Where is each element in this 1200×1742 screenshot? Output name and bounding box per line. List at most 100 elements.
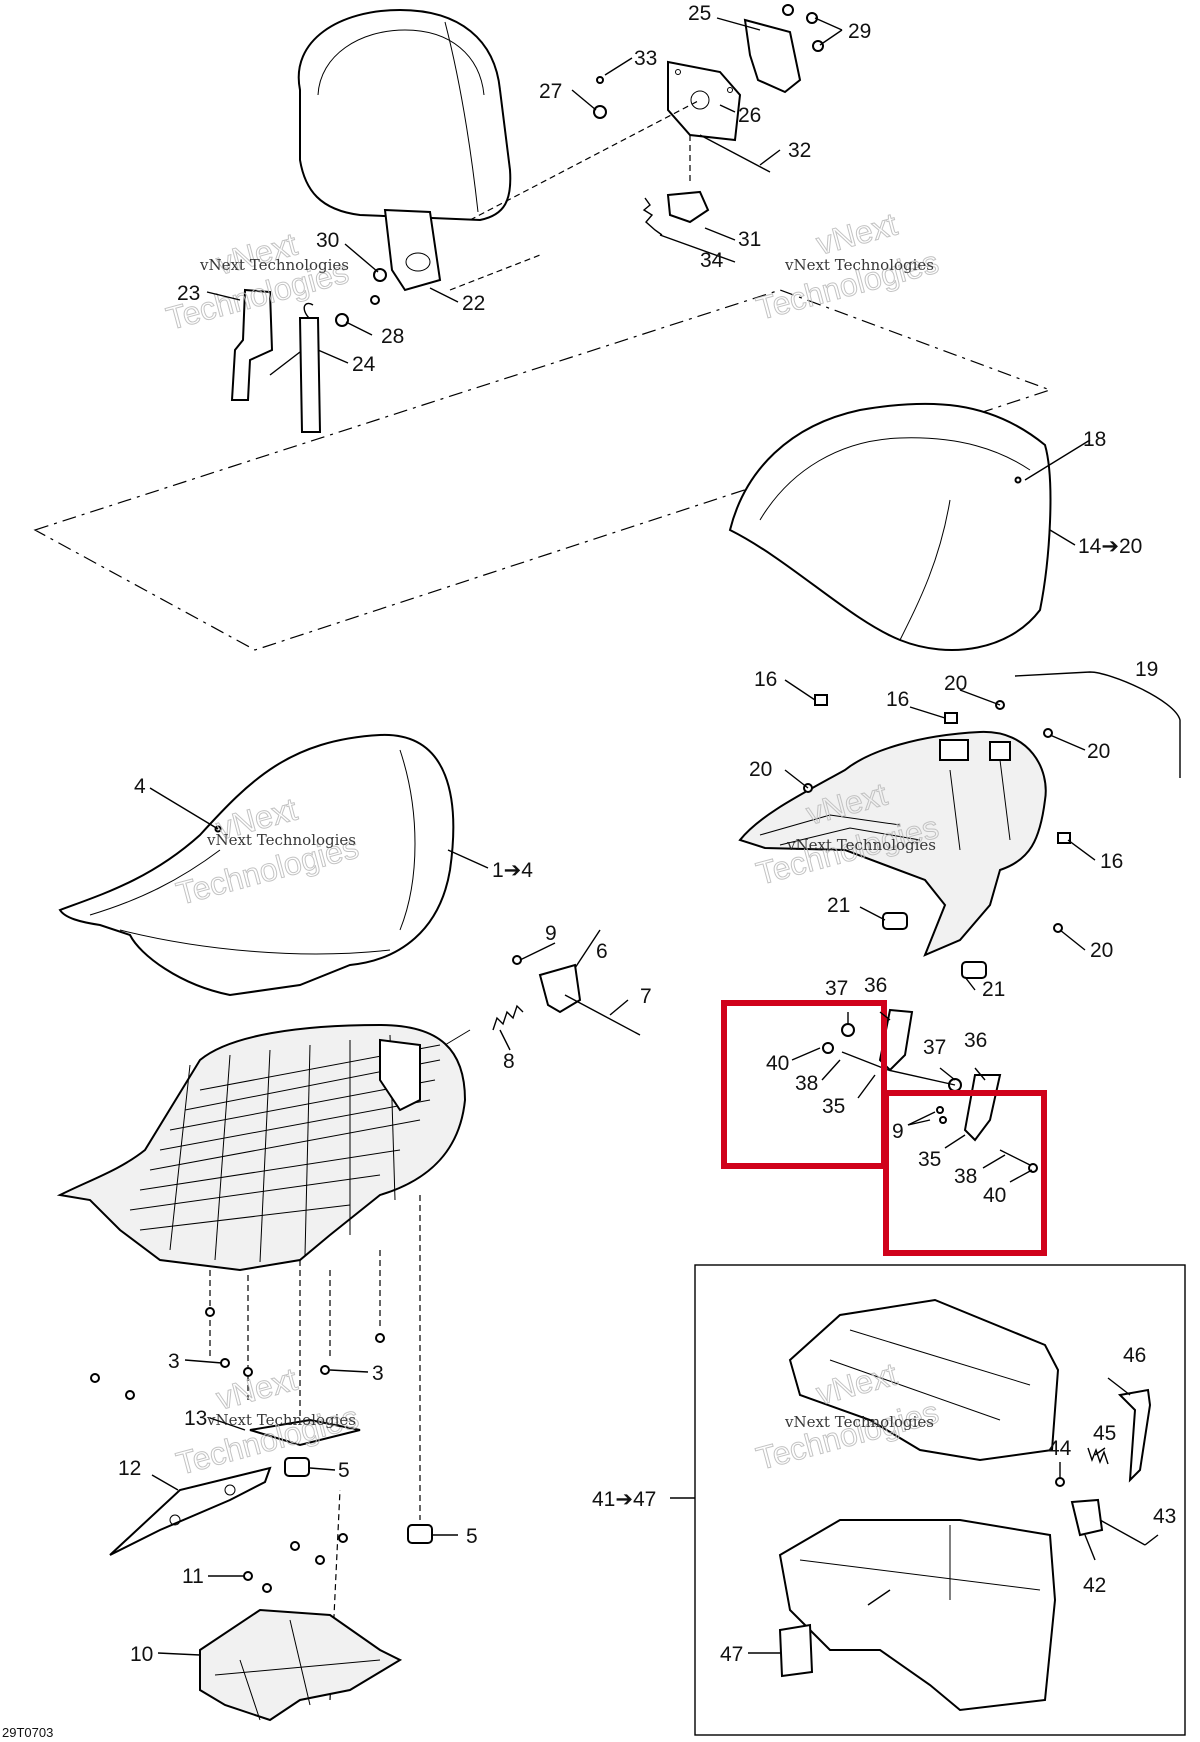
grommet-36b <box>963 1074 1002 1142</box>
label-12: 12 <box>118 1457 141 1480</box>
bracket-42 <box>1070 1498 1104 1537</box>
latch-assembly <box>492 955 641 1036</box>
passenger-seat <box>728 402 1052 651</box>
inset-frame <box>694 1264 1186 1736</box>
latch-46 <box>1117 1388 1152 1483</box>
label-19: 19 <box>1135 658 1158 681</box>
label-4: 4 <box>134 775 146 798</box>
label-6: 6 <box>596 940 608 963</box>
label-45: 45 <box>1093 1422 1116 1445</box>
pin-38a <box>841 1051 889 1071</box>
watermark-big-3: vNext <box>812 206 900 262</box>
label-26: 26 <box>738 104 761 127</box>
label-43: 43 <box>1153 1505 1176 1528</box>
label-47: 47 <box>720 1643 743 1666</box>
highlight-box-2 <box>883 1090 1047 1256</box>
spring-34 <box>642 197 663 236</box>
bumper-5b <box>407 1524 433 1544</box>
label-11: 11 <box>182 1565 204 1588</box>
label-34: 34 <box>700 249 724 272</box>
label-37a: 37 <box>825 977 848 1000</box>
label-3a: 3 <box>168 1350 180 1373</box>
nut-9a <box>512 955 522 965</box>
watermark-small-2: vNext Technologies <box>784 256 934 274</box>
bumper-21a <box>882 912 908 930</box>
label-38a: 38 <box>795 1072 818 1095</box>
label-25: 25 <box>688 2 711 25</box>
bumper-5a <box>284 1457 310 1477</box>
seat-base-pan <box>56 1023 467 1272</box>
label-16a: 16 <box>754 668 777 691</box>
label-24: 24 <box>352 353 376 376</box>
watermark-small-5: vNext Technologies <box>206 1411 356 1429</box>
storage-bin-inset <box>694 1264 1186 1736</box>
label-18: 18 <box>1083 428 1106 451</box>
label-20d: 20 <box>1090 939 1113 962</box>
label-28: 28 <box>381 325 404 348</box>
label-41-47: 41➔47 <box>592 1488 656 1511</box>
part-labels: 25 29 33 27 26 32 31 34 30 22 23 28 24 1… <box>2 2 1176 1740</box>
label-35a: 35 <box>822 1095 845 1118</box>
label-38b: 38 <box>954 1165 977 1188</box>
label-33: 33 <box>634 47 657 70</box>
watermark-small-6: vNext Technologies <box>784 1413 934 1431</box>
skid-plate-10 <box>199 1608 403 1722</box>
heat-shield-12 <box>109 1466 272 1556</box>
label-13: 13 <box>184 1407 207 1430</box>
label-9b: 9 <box>892 1120 904 1143</box>
nut-27 <box>593 105 607 119</box>
rear-seat-base <box>738 671 1181 979</box>
watermark-big-9: vNext <box>212 1361 300 1417</box>
backrest-post <box>383 208 442 292</box>
label-21a: 21 <box>827 894 850 917</box>
label-1-4: 1➔4 <box>492 859 533 882</box>
bolt-32 <box>699 134 771 173</box>
rear-seat-base-frame <box>738 730 1047 957</box>
screw-3b <box>320 1365 330 1375</box>
diagram-code: 29T0703 <box>2 1725 53 1740</box>
watermark-small-1: vNext Technologies <box>199 256 349 274</box>
clip-16c <box>1057 832 1071 844</box>
label-29: 29 <box>848 20 871 43</box>
leader-lines <box>149 17 1159 1656</box>
pin-38b <box>999 1149 1031 1166</box>
bracket-23 <box>230 288 274 401</box>
passenger-seat-cushion <box>728 402 1052 651</box>
label-14-20: 14➔20 <box>1078 535 1142 558</box>
tube-24 <box>298 317 322 433</box>
label-8: 8 <box>503 1050 515 1073</box>
bin-lid <box>788 1298 1060 1462</box>
bolt-43 <box>1099 1519 1146 1546</box>
clip-16a <box>814 694 828 706</box>
nut-28 <box>335 313 349 327</box>
label-40a: 40 <box>766 1052 789 1075</box>
screw-11a <box>243 1571 253 1581</box>
label-44: 44 <box>1048 1437 1072 1460</box>
label-5b: 5 <box>466 1525 478 1548</box>
shield-13 <box>249 1418 361 1447</box>
label-7: 7 <box>640 985 652 1008</box>
watermark-small-3: vNext Technologies <box>206 831 356 849</box>
label-20c: 20 <box>749 758 772 781</box>
label-35b: 35 <box>918 1148 941 1171</box>
spring-45 <box>1087 1447 1109 1465</box>
label-21b: 21 <box>982 978 1005 1001</box>
washer-40a <box>822 1042 834 1054</box>
label-22: 22 <box>462 292 485 315</box>
label-27: 27 <box>539 80 562 103</box>
backrest-assembly <box>33 4 1052 651</box>
nut-44 <box>1055 1477 1065 1487</box>
label-16c: 16 <box>1100 850 1123 873</box>
washer-33 <box>596 76 604 84</box>
clip-16b <box>944 712 958 724</box>
label-30: 30 <box>316 229 339 252</box>
driver-seat-cushion <box>58 733 455 997</box>
screw-3a <box>220 1358 230 1368</box>
watermark-small-4: vNext Technologies <box>786 836 936 854</box>
bolt-7 <box>564 994 641 1036</box>
label-9a: 9 <box>545 922 557 945</box>
label-32: 32 <box>788 139 811 162</box>
backrest-pad <box>297 8 512 222</box>
label-36a: 36 <box>864 974 887 997</box>
